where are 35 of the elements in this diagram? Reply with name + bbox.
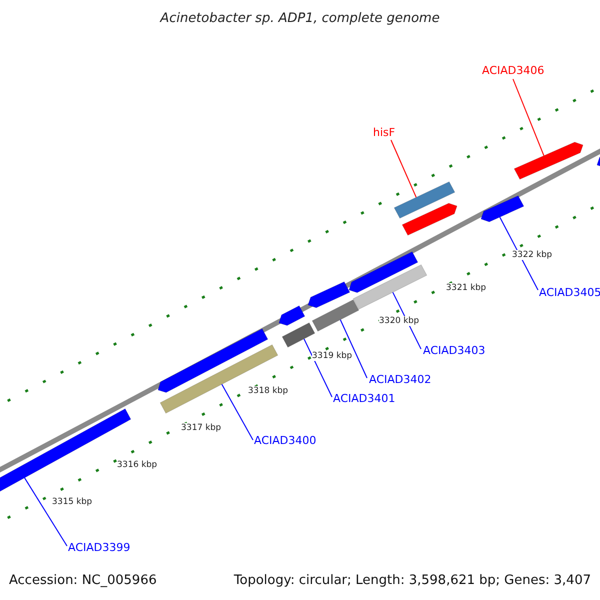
gene-bar — [514, 142, 584, 180]
position-label: 3320 kbp — [379, 316, 420, 326]
gene-bar — [282, 322, 316, 348]
gene-label: ACIAD3402 — [369, 373, 432, 387]
footer-text: Accession: NC_005966 — [9, 573, 157, 589]
gene-bar — [278, 305, 306, 326]
gene-bar — [308, 281, 350, 308]
gene-label: hisF — [373, 126, 396, 140]
position-label: 3319 kbp — [312, 351, 352, 361]
position-label: 3321 kbp — [446, 283, 486, 293]
gene-label: ACIAD3400 — [254, 434, 316, 448]
title: Acinetobacter sp. ADP1, complete genome — [158, 10, 441, 28]
leader-line — [512, 78, 544, 156]
gene-label: ACIAD3406 — [482, 64, 544, 78]
gene-bar — [480, 195, 524, 222]
footer-text: Topology: circular; Length: 3,598,621 bp; Genes: 3,407 — [234, 573, 591, 589]
leader-line — [221, 384, 254, 440]
position-label: 3318 kbp — [248, 386, 288, 396]
gene-bar — [312, 299, 360, 332]
position-label: 3322 kbp — [512, 250, 552, 260]
leader-line — [340, 319, 368, 378]
gene-bar — [352, 264, 428, 310]
gene-bar — [394, 181, 456, 219]
leader-line — [24, 477, 68, 546]
position-label: 3316 kbp — [117, 460, 158, 470]
gene-bar — [158, 328, 268, 393]
position-label: 3317 kbp — [181, 423, 222, 433]
gene-label: ACIAD3403 — [423, 344, 486, 358]
gene-label: ACIAD3401 — [333, 392, 396, 406]
leader-line — [304, 338, 332, 398]
leader-line — [390, 140, 417, 198]
gene-bar — [348, 251, 418, 293]
gene-bar — [402, 202, 458, 236]
gene-label: ACIAD3399 — [68, 541, 130, 555]
gene-label: ACIAD3405 — [539, 286, 600, 300]
